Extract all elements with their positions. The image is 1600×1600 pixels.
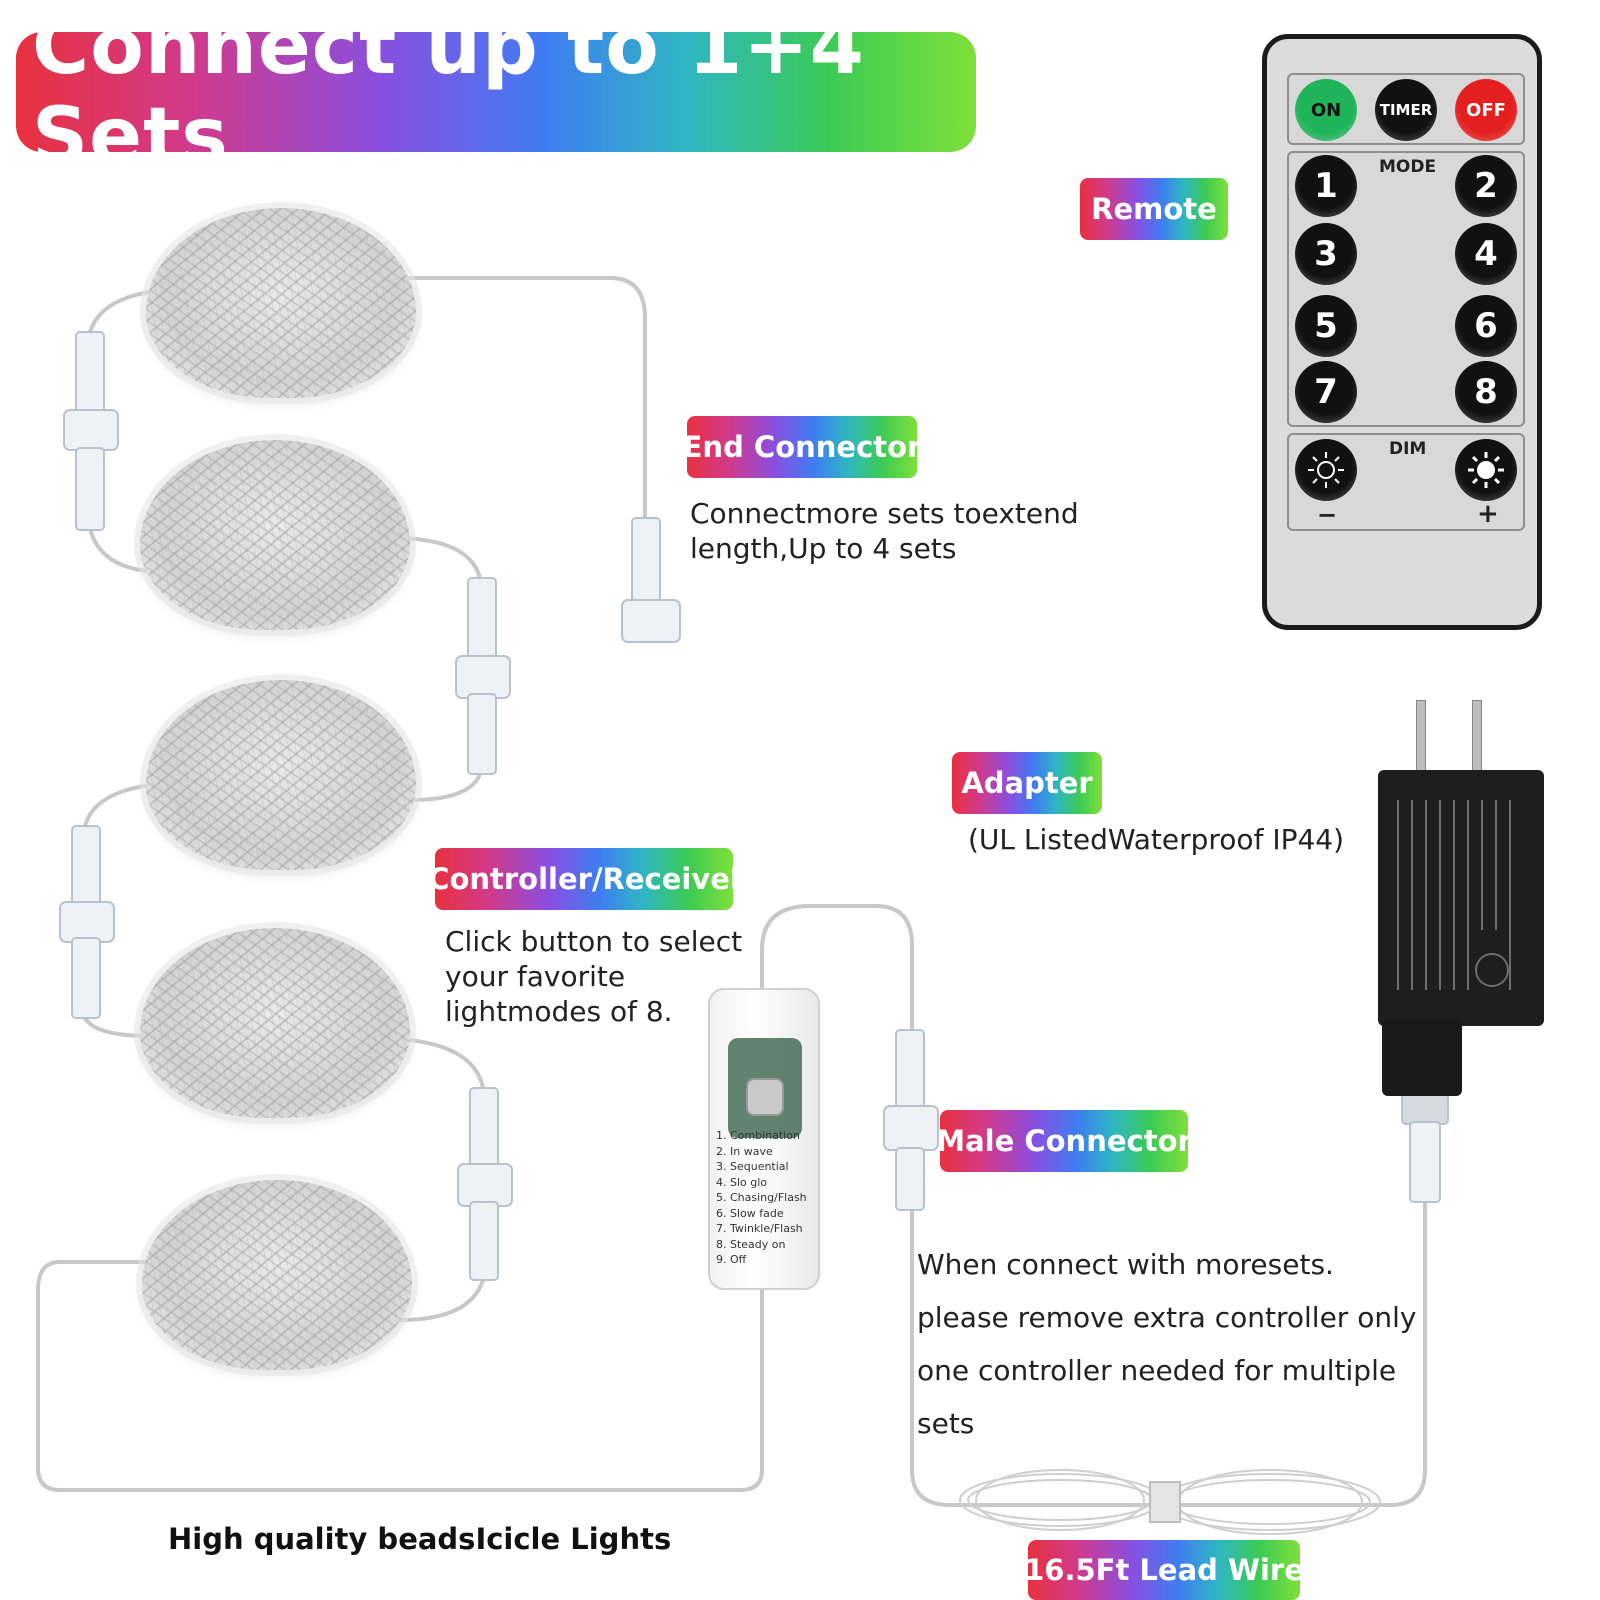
controller-mode-item: 2. In wave xyxy=(716,1144,773,1158)
remote-tag: Remote xyxy=(1080,178,1228,240)
lead-wire-coil xyxy=(959,1469,1381,1535)
off-button[interactable]: OFF xyxy=(1455,79,1517,141)
male-connector-plug xyxy=(883,1029,939,1211)
controller-tag: Controller/Receivel xyxy=(428,848,740,910)
cable-male-to-adapter xyxy=(910,1198,1427,1507)
controller-mode-item: 6. Slow fade xyxy=(716,1206,784,1220)
title-banner: Connect up to 1+4 Sets xyxy=(16,2,976,182)
end-connector-tag: End Connector xyxy=(683,416,921,478)
controller-mode-item: 8. Steady on xyxy=(716,1237,786,1251)
connector-left-2 xyxy=(59,825,115,1019)
mode-label: MODE xyxy=(1379,157,1437,177)
mode-7-button[interactable]: 7 xyxy=(1295,361,1357,423)
light-bundle-2 xyxy=(140,440,410,630)
adapter-prong-right xyxy=(1472,700,1482,778)
dim-minus-label: − xyxy=(1317,501,1338,529)
cable-loop-to-controller xyxy=(36,1260,764,1492)
mode-6-button[interactable]: 6 xyxy=(1455,295,1517,357)
remote-control: ON TIMER OFF MODE 1 2 3 4 5 6 7 8 DIM − … xyxy=(1262,34,1542,630)
light-bundle-1 xyxy=(146,208,416,398)
dim-up-button[interactable] xyxy=(1455,439,1517,501)
mode-4-button[interactable]: 4 xyxy=(1455,223,1517,285)
remote-mode-panel: MODE 1 2 3 4 5 6 7 8 xyxy=(1287,151,1525,427)
power-adapter xyxy=(1378,770,1544,1026)
remote-dim-panel: DIM − + xyxy=(1287,433,1525,531)
page-title: Connect up to 1+4 Sets xyxy=(32,2,865,182)
lead-wire-tag: 16.5Ft Lead Wire xyxy=(1024,1540,1304,1600)
dim-label: DIM xyxy=(1389,439,1427,459)
cable-controller-to-male xyxy=(760,904,914,1032)
adapter-plug-end xyxy=(1401,1093,1449,1203)
light-bundle-3 xyxy=(146,680,416,870)
mode-2-button[interactable]: 2 xyxy=(1455,155,1517,217)
controller-mode-list: 1. Combination 2. In wave 3. Sequential … xyxy=(716,1128,807,1268)
adapter-label-print xyxy=(1397,800,1511,990)
bottom-caption: High quality beadsIcicle Lights xyxy=(168,1522,672,1556)
controller-mode-item: 1. Combination xyxy=(716,1129,800,1142)
connector-right-2 xyxy=(457,1087,513,1281)
adapter-cable-gland xyxy=(1382,1020,1462,1096)
sun-outline-icon xyxy=(1308,452,1344,488)
controller-mode-button[interactable] xyxy=(746,1078,784,1116)
controller-mode-item: 7. Twinkle/Flash xyxy=(716,1222,803,1235)
male-connector-description: When connect with moresets. please remov… xyxy=(917,1248,1417,1440)
connector-left-1 xyxy=(63,331,119,531)
controller-mode-item: 3. Sequential xyxy=(716,1160,789,1173)
mode-8-button[interactable]: 8 xyxy=(1455,361,1517,423)
light-bundle-5 xyxy=(142,1180,412,1370)
adapter-prong-left xyxy=(1416,700,1426,778)
timer-button[interactable]: TIMER xyxy=(1375,79,1437,141)
controller-mode-item: 4. Slo glo xyxy=(716,1175,768,1189)
mode-3-button[interactable]: 3 xyxy=(1295,223,1357,285)
male-connector-tag: Male Connector xyxy=(936,1110,1192,1172)
end-connector-plug xyxy=(621,517,681,643)
end-connector-description: Connectmore sets toextend length,Up to 4… xyxy=(690,497,1079,565)
controller-box: 1. Combination 2. In wave 3. Sequential … xyxy=(708,988,820,1290)
adapter-description: (UL ListedWaterproof IP44) xyxy=(968,823,1345,856)
controller-mode-item: 5. Chasing/Flash xyxy=(716,1191,807,1204)
controller-description: Click button to select your favorite lig… xyxy=(445,925,743,1028)
controller-mode-item: 9. Off xyxy=(716,1253,747,1266)
remote-power-panel: ON TIMER OFF xyxy=(1287,73,1525,145)
sun-filled-icon xyxy=(1468,452,1504,488)
dim-down-button[interactable] xyxy=(1295,439,1357,501)
on-button[interactable]: ON xyxy=(1295,79,1357,141)
light-bundle-4 xyxy=(140,928,410,1118)
adapter-tag: Adapter xyxy=(952,752,1102,814)
connector-right-1 xyxy=(455,577,511,775)
cable-top-to-end xyxy=(408,276,647,522)
dim-plus-label: + xyxy=(1477,499,1499,529)
mode-5-button[interactable]: 5 xyxy=(1295,295,1357,357)
mode-1-button[interactable]: 1 xyxy=(1295,155,1357,217)
